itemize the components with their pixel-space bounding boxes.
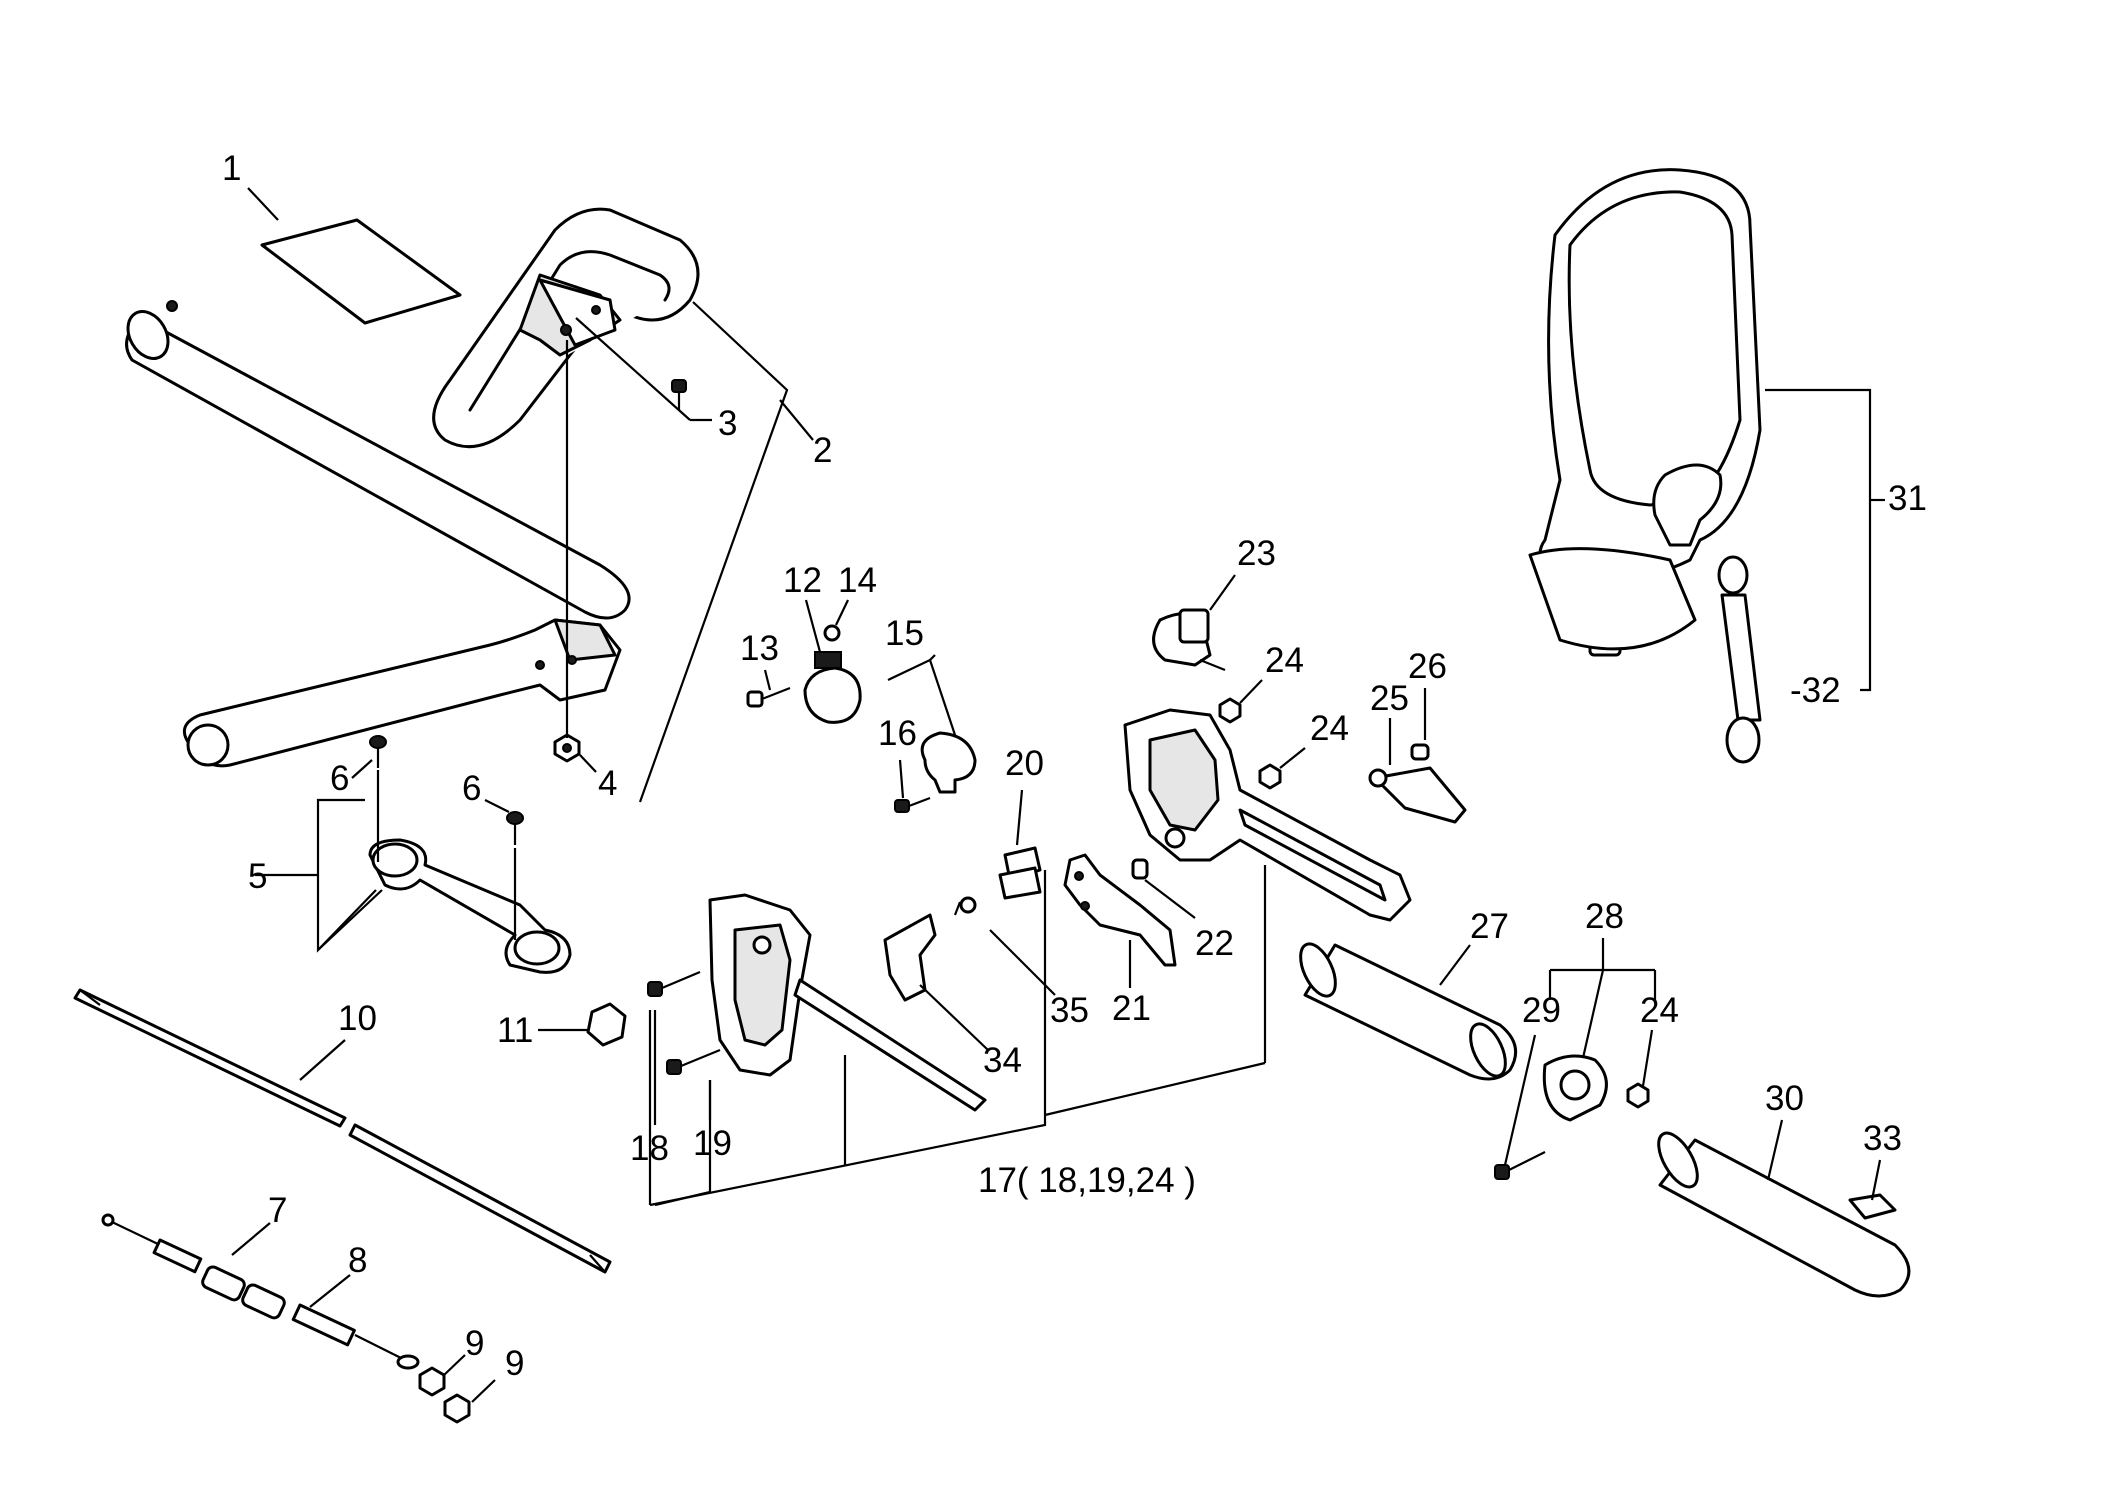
part-8-outer-cable [201, 1265, 420, 1370]
callout-17: 17( 18,19,24 ) [978, 1161, 1196, 1200]
callout-30: 30 [1765, 1079, 1804, 1118]
callout-24c: 24 [1640, 991, 1679, 1030]
part-32-hook [1717, 555, 1762, 764]
part-6-screw-b [506, 811, 524, 845]
callout-22: 22 [1195, 924, 1234, 963]
part-34-latch [883, 913, 937, 1002]
callout-35: 35 [1050, 991, 1089, 1030]
callout-labels: 1 2 3 4 5 6 6 7 8 9 9 10 11 12 13 14 15 … [222, 149, 1927, 1383]
callout-27: 27 [1470, 907, 1509, 946]
callout-33: 33 [1863, 1119, 1902, 1158]
callout-23: 23 [1237, 534, 1276, 573]
part-24-nut-b [1258, 763, 1282, 790]
part-11-grommet [586, 1002, 627, 1047]
callout-8: 8 [348, 1241, 367, 1280]
callout-32: -32 [1790, 671, 1841, 710]
part-18-screw [647, 970, 701, 997]
part-22-spring [1131, 858, 1149, 880]
part-31-harness [1528, 168, 1762, 657]
callout-13: 13 [740, 629, 779, 668]
callout-15: 15 [885, 614, 924, 653]
part-14-nut [823, 624, 841, 642]
callout-14: 14 [838, 561, 877, 600]
part-29-screw [1494, 1151, 1546, 1180]
part-30-main-pipe [1657, 1131, 1911, 1298]
callout-18: 18 [630, 1129, 669, 1168]
callout-7: 7 [268, 1191, 287, 1230]
callout-5: 5 [248, 857, 267, 896]
part-25-latch [1368, 766, 1467, 824]
part-20-lock-pin [998, 846, 1042, 900]
part-21-throttle-trigger [1063, 853, 1177, 967]
part-33-decal [1848, 1193, 1897, 1220]
callout-6b: 6 [462, 769, 481, 808]
part-9-nut-b [443, 1393, 471, 1424]
part-24-nut-c [1626, 1082, 1650, 1109]
part-35-torsion-spring [953, 896, 977, 916]
part-1-label [260, 218, 462, 325]
callout-20: 20 [1005, 744, 1044, 783]
callout-19: 19 [693, 1124, 732, 1163]
part-17-throttle-handle-lower [708, 893, 987, 1112]
callout-29: 29 [1522, 991, 1561, 1030]
part-28-handle-clamp [1542, 1054, 1608, 1122]
part-handle-tube [125, 300, 631, 620]
callout-21: 21 [1112, 989, 1151, 1028]
part-19-screw [666, 1048, 721, 1075]
part-12-clamp [803, 651, 862, 724]
part-lower-bracket [182, 618, 622, 768]
part-5-handle-bracket [368, 838, 572, 974]
callout-4: 4 [598, 764, 617, 803]
callout-1: 1 [222, 149, 241, 188]
part-2-loop-handle [432, 207, 700, 449]
part-27-grip [1299, 942, 1518, 1081]
part-24-nut-a [1218, 697, 1242, 724]
part-7-inner-cable [101, 1213, 203, 1274]
callout-28: 28 [1585, 897, 1624, 936]
callout-11: 11 [497, 1011, 533, 1050]
part-throttle-handle-upper [1123, 708, 1412, 922]
callout-2: 2 [813, 431, 832, 470]
callout-34: 34 [983, 1041, 1022, 1080]
callout-3: 3 [718, 404, 737, 443]
callout-9a: 9 [465, 1324, 484, 1363]
callout-24a: 24 [1265, 641, 1304, 680]
part-3-bolt [671, 379, 687, 410]
part-26-spring [1410, 743, 1430, 761]
part-9-nut-a [418, 1366, 446, 1397]
part-16-screw [894, 796, 931, 813]
callout-6a: 6 [330, 759, 349, 798]
callout-16: 16 [878, 714, 917, 753]
part-15-band-clamp [920, 731, 977, 794]
callout-9b: 9 [505, 1344, 524, 1383]
part-6-screw-a [369, 735, 387, 768]
callout-12: 12 [783, 561, 822, 600]
part-23-stop-switch [1152, 608, 1226, 672]
callout-26: 26 [1408, 647, 1447, 686]
callout-10: 10 [338, 999, 377, 1038]
callout-25: 25 [1370, 679, 1409, 718]
part-10-drive-shaft [73, 988, 612, 1274]
callout-31: 31 [1888, 479, 1927, 518]
leader-lines [231, 187, 1885, 1403]
callout-24b: 24 [1310, 709, 1349, 748]
part-13-screw [746, 686, 791, 708]
